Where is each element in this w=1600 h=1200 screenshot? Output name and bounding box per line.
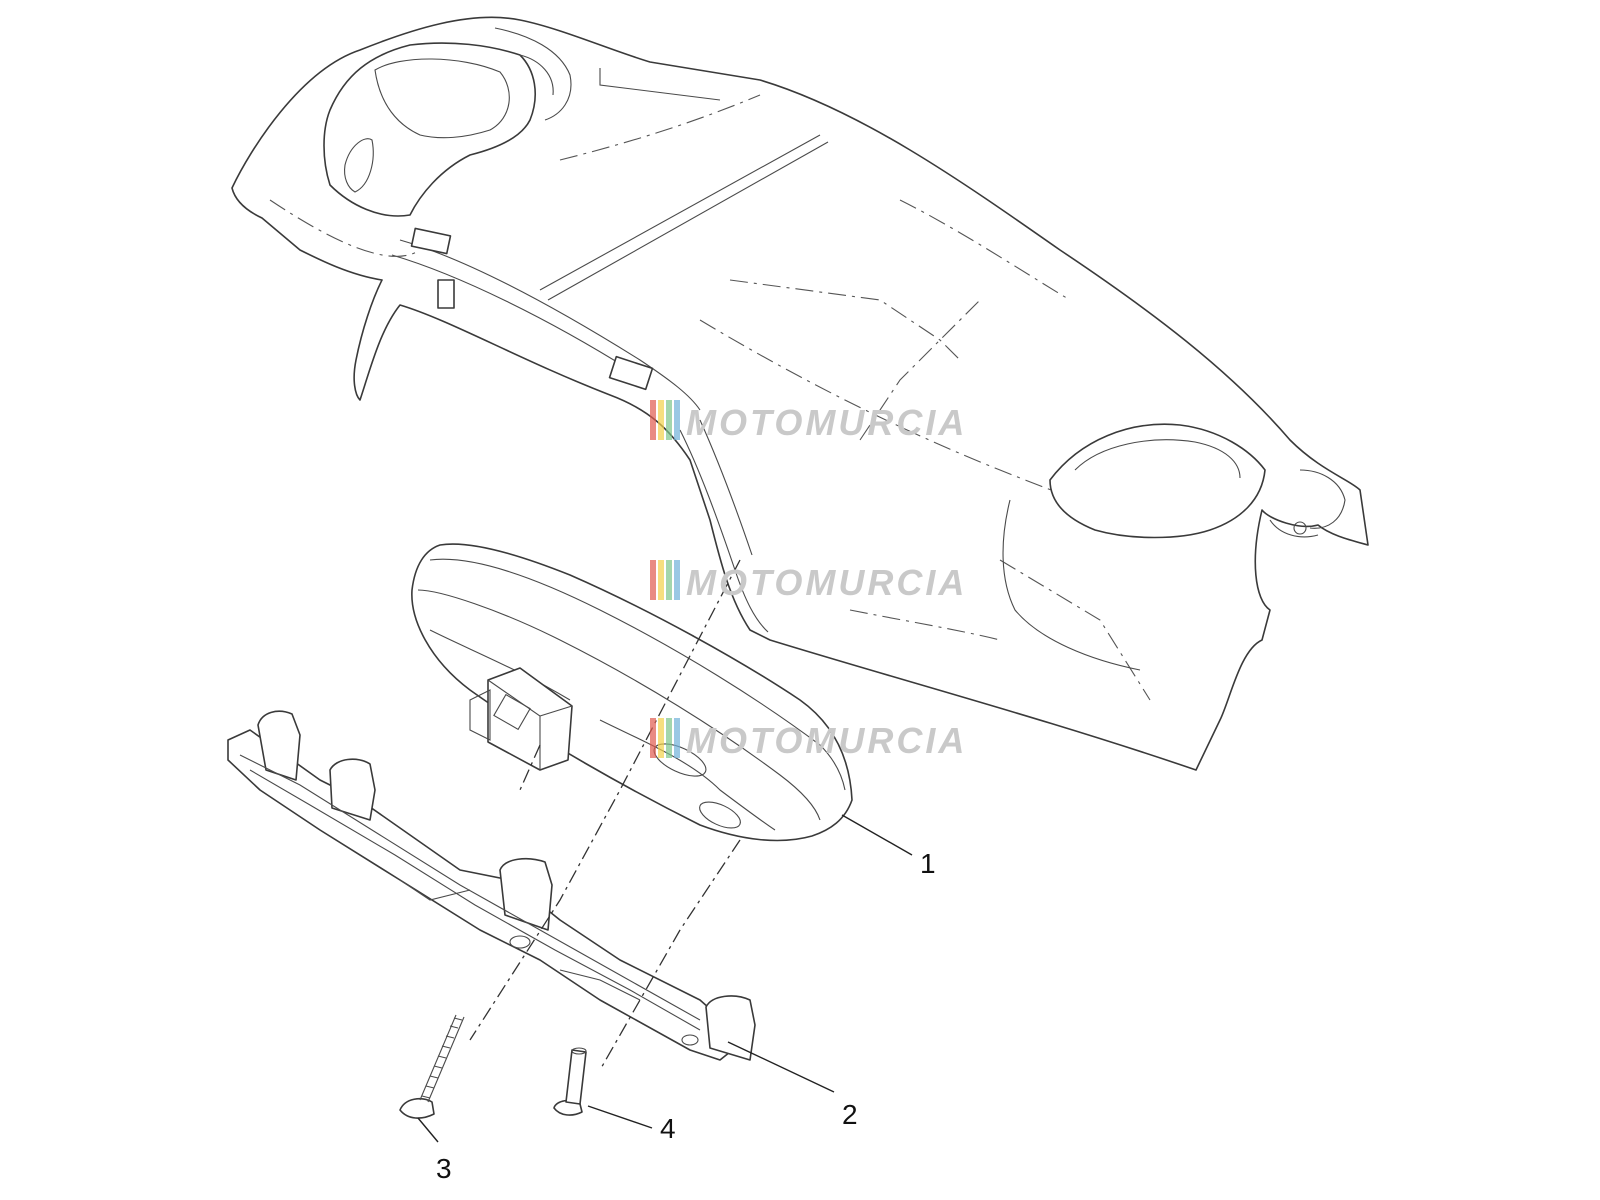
mounting-bracket bbox=[227, 710, 756, 1061]
watermark-top: MOTOMURCIA bbox=[650, 400, 967, 443]
watermark-text: MOTOMURCIA bbox=[686, 562, 967, 603]
watermark-text: MOTOMURCIA bbox=[686, 720, 967, 761]
watermark-bottom: MOTOMURCIA bbox=[650, 718, 967, 761]
callout-3: 3 bbox=[436, 1153, 452, 1184]
watermark-text: MOTOMURCIA bbox=[686, 402, 967, 443]
watermark-middle: MOTOMURCIA bbox=[650, 560, 967, 603]
screw bbox=[399, 1014, 465, 1119]
bolt bbox=[553, 1047, 587, 1116]
callout-2: 2 bbox=[842, 1099, 858, 1130]
watermark-stripes-bottom bbox=[650, 718, 680, 758]
assembly-centerlines bbox=[469, 559, 741, 1071]
handlebar-cover bbox=[231, 16, 1369, 771]
leader-lines bbox=[417, 814, 913, 1143]
instrument-cluster bbox=[411, 543, 853, 842]
watermark-stripes-top bbox=[650, 400, 680, 440]
callout-1: 1 bbox=[920, 848, 936, 879]
callout-4: 4 bbox=[660, 1113, 676, 1144]
watermark-stripes-middle bbox=[650, 560, 680, 600]
